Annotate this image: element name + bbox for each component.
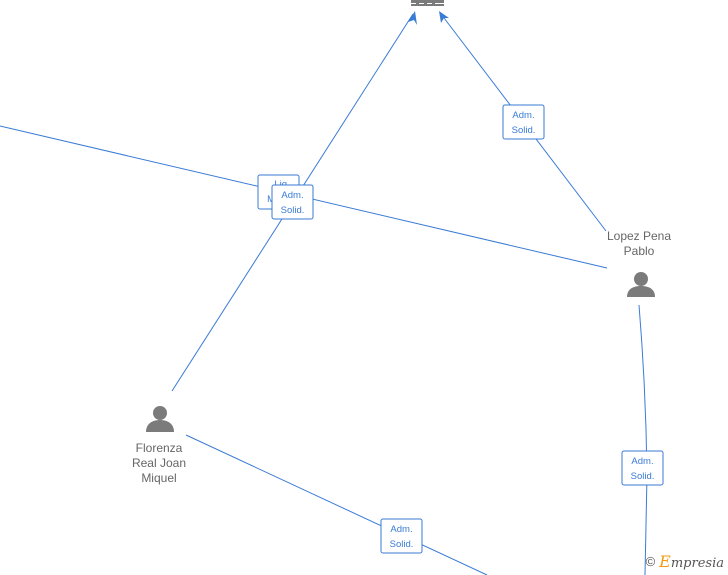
copyright-symbol: © <box>645 554 656 569</box>
edge-label-line: Solid. <box>631 471 655 482</box>
edge-label-line: Solid. <box>281 205 305 216</box>
edge-label-line: Adm. <box>512 110 534 121</box>
edge-label-line: Solid. <box>390 539 414 550</box>
node-label-line: Florenza <box>136 441 183 455</box>
node-label-line: Pablo <box>624 244 655 258</box>
edge-florenza-down <box>185 434 488 575</box>
company-building-icon <box>411 0 444 6</box>
arrow-lopez-company <box>439 11 449 23</box>
node-label-line: Lopez Pena <box>607 229 671 243</box>
edge-label-lopez-down[interactable]: Adm. Solid. <box>621 450 664 486</box>
brand-logo: Empresia <box>659 552 724 571</box>
person-node-lopez[interactable]: Lopez Pena Pablo <box>607 229 671 297</box>
edge-label-florenza-company[interactable]: Adm. Solid. <box>271 184 314 220</box>
node-label-line: Real Joan <box>132 456 186 470</box>
company-node[interactable] <box>411 0 444 6</box>
arrow-florenza-company <box>408 11 417 25</box>
edge-label-line: Adm. <box>631 456 653 467</box>
person-icon <box>146 406 174 432</box>
edge-lopez-down <box>638 304 648 575</box>
person-icon <box>627 272 655 297</box>
brand-name-rest: mpresia <box>670 556 724 571</box>
edge-label-line: Adm. <box>390 524 412 535</box>
brand-watermark: © Empresia <box>646 552 724 571</box>
person-node-florenza[interactable]: Florenza Real Joan Miquel <box>132 406 186 485</box>
edge-label-line: Solid. <box>512 125 536 136</box>
edge-label-florenza-down[interactable]: Adm. Solid. <box>380 518 423 554</box>
brand-initial: E <box>659 552 671 571</box>
node-label-line: Miquel <box>141 471 176 485</box>
edge-label-line: Adm. <box>281 190 303 201</box>
edge-label-lopez-company[interactable]: Adm. Solid. <box>502 104 545 140</box>
